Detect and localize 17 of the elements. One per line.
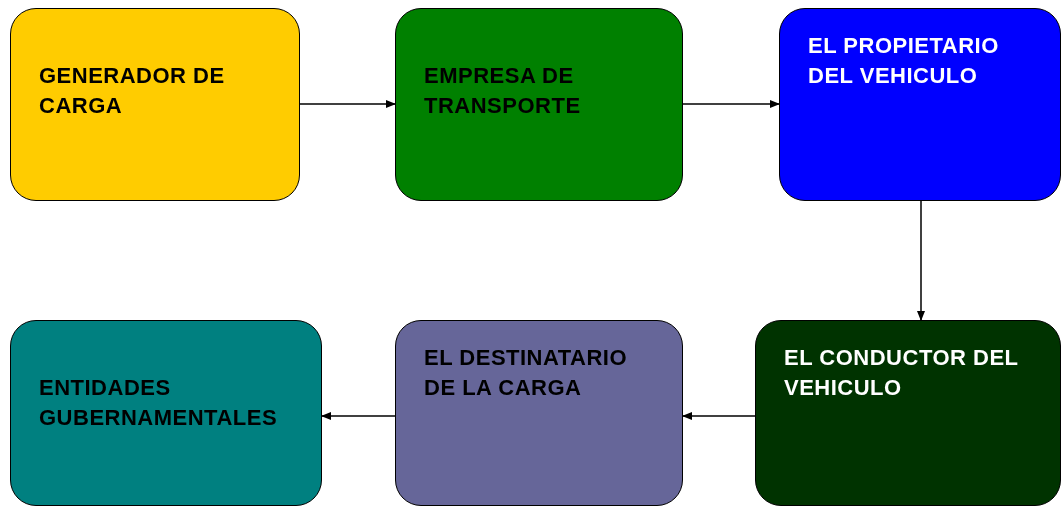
arrow: [682, 412, 756, 420]
box-label: GENERADOR DE CARGA: [39, 62, 226, 120]
box-label: EL CONDUCTOR DEL VEHICULO: [784, 344, 1020, 402]
process-box: [395, 320, 683, 506]
arrow: [321, 412, 396, 420]
arrow: [299, 100, 396, 108]
process-box: [755, 320, 1061, 506]
box-label: EL PROPIETARIO DEL VEHICULO: [808, 32, 1000, 90]
process-box: [10, 320, 322, 506]
process-box: [10, 8, 300, 201]
box-label: EL DESTINATARIO DE LA CARGA: [424, 344, 629, 402]
arrow: [682, 100, 780, 108]
box-label: EMPRESA DE TRANSPORTE: [424, 62, 582, 120]
process-box: [395, 8, 683, 201]
arrow: [917, 200, 925, 321]
process-box: [779, 8, 1061, 201]
box-label: ENTIDADES GUBERNAMENTALES: [39, 374, 279, 432]
